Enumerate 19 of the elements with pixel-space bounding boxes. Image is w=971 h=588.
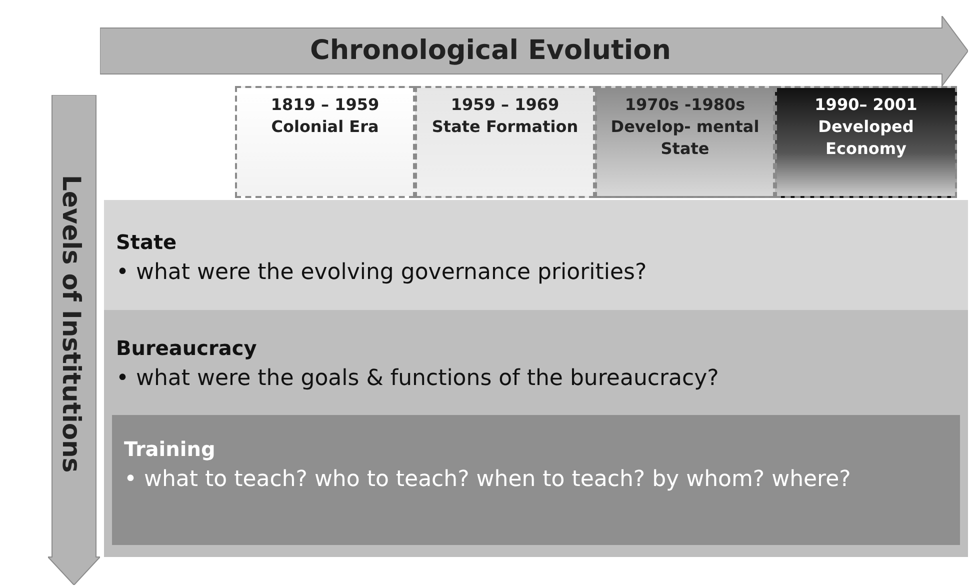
period-column — [775, 86, 957, 198]
level-band — [112, 415, 960, 545]
period-column — [415, 86, 595, 198]
question-text: • what to teach? who to teach? when to teach? by whom? where? — [124, 466, 851, 494]
period-heading: 1990– 2001 Developed Economy — [814, 94, 918, 160]
period-column — [595, 86, 775, 198]
question-text: • what were the evolving governance priorities? — [116, 259, 647, 287]
level-band — [104, 310, 968, 557]
period-heading: 1970s -1980s Develop- mental State — [610, 94, 760, 160]
period-column — [235, 86, 415, 198]
band-heading: Training — [124, 437, 216, 461]
question-text: • what were the goals & functions of the bureaucracy? — [116, 365, 719, 393]
period-heading: 1959 – 1969 State Formation — [430, 94, 580, 138]
band-heading: Bureaucracy — [116, 336, 257, 360]
period-heading: 1819 – 1959 Colonial Era — [270, 94, 380, 138]
axis-title: Levels of Institutions — [57, 175, 86, 473]
axis-title: Chronological Evolution — [310, 35, 671, 66]
band-heading: State — [116, 230, 177, 254]
level-band — [104, 200, 968, 557]
